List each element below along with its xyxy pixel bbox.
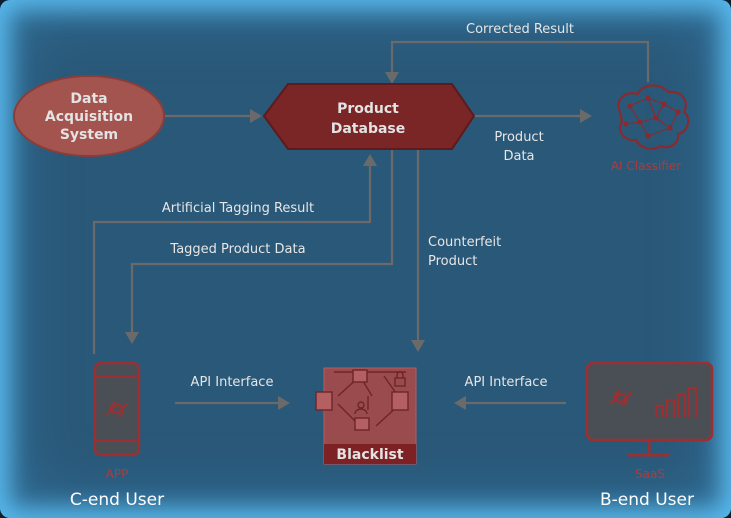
bar-chart-icon	[654, 386, 698, 418]
arrowhead	[411, 340, 425, 352]
edge-corrected-result	[390, 40, 650, 82]
api-interface-right-label: API Interface	[465, 375, 548, 390]
blacklist-node: Blacklist	[315, 367, 417, 465]
arrowhead	[278, 396, 290, 410]
phone-icon	[93, 361, 141, 457]
blacklist-label: Blacklist	[336, 447, 403, 463]
data-acquisition-node: Data Acquisition System	[13, 75, 165, 157]
arrowhead	[125, 332, 139, 344]
product-data-label-line-2: Data	[503, 149, 534, 164]
arrowhead	[250, 109, 262, 123]
monitor-icon	[585, 361, 714, 457]
api-interface-left-label: API Interface	[191, 375, 274, 390]
product-database-line-1: Product	[337, 101, 399, 117]
product-database-node: Product Database	[262, 83, 476, 150]
link-icon	[105, 400, 129, 418]
b-end-user-label: B-end User	[600, 490, 694, 510]
c-end-user-label: C-end User	[70, 490, 164, 510]
product-data-label-line-1: Product	[494, 130, 543, 145]
arrowhead	[580, 109, 592, 123]
lock-icon	[394, 371, 406, 387]
edge-tagged-product-data	[130, 150, 394, 332]
user-icon	[354, 401, 368, 415]
link-icon	[609, 389, 633, 407]
arrowhead	[454, 396, 466, 410]
brain-icon	[617, 84, 690, 150]
arrowhead	[363, 154, 377, 166]
data-acquisition-line-2: Acquisition	[45, 109, 133, 125]
edge-artificial-tagging	[92, 166, 372, 354]
app-label: APP	[106, 467, 129, 481]
data-acquisition-line-1: Data	[70, 91, 107, 107]
ai-classifier-label: AI Classifier	[611, 159, 681, 173]
counterfeit-product-label-line-2: Product	[428, 254, 477, 269]
product-database-line-2: Database	[331, 121, 406, 137]
artificial-tagging-result-label: Artificial Tagging Result	[162, 201, 314, 216]
saas-label: SaaS	[635, 467, 665, 481]
data-acquisition-line-3: System	[60, 127, 118, 143]
corrected-result-label: Corrected Result	[466, 22, 574, 37]
counterfeit-product-label-line-1: Counterfeit	[428, 235, 501, 250]
arrowhead	[385, 72, 399, 84]
tagged-product-data-label: Tagged Product Data	[169, 242, 305, 257]
